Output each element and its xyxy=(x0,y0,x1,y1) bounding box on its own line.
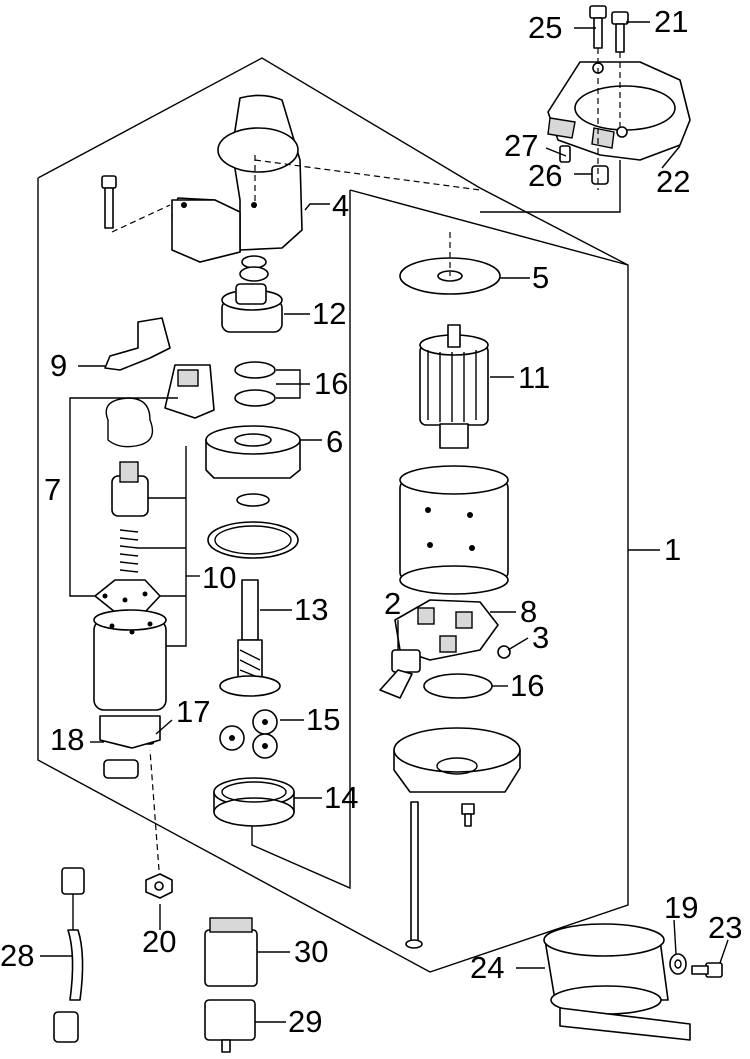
callout-10: 10 xyxy=(202,560,236,595)
o-ring-top xyxy=(239,255,269,282)
callout-22: 23 xyxy=(708,910,742,945)
callout-12: 12 xyxy=(312,296,346,331)
assembly-boundary-inner xyxy=(251,189,629,890)
gasket-middle xyxy=(207,521,299,559)
spring-plate-16b xyxy=(423,673,493,699)
callout-8: 8 xyxy=(520,594,537,629)
callout-14: 14 xyxy=(324,780,358,815)
clip-ring-16a xyxy=(234,361,276,407)
yoke xyxy=(399,465,509,595)
callout-labels: 25 21 27 26 22 4 5 12 11 9 16 6 7 1 10 2… xyxy=(0,4,742,1039)
callout-30: 30 xyxy=(294,934,328,969)
clutch-6 xyxy=(205,425,301,479)
callout-13: 13 xyxy=(294,592,328,627)
callout-27: 27 xyxy=(504,128,538,163)
brush-lead-2 xyxy=(379,649,421,699)
band-20 xyxy=(543,923,691,1041)
armature-11 xyxy=(419,324,489,449)
small-screw-end-frame xyxy=(461,803,475,827)
callout-16-bottom: 16 xyxy=(510,668,544,703)
bolt-upper-housing xyxy=(101,175,117,229)
callout-23: 21 xyxy=(654,4,688,39)
bolt-25 xyxy=(589,5,607,49)
shaft-13 xyxy=(219,579,281,697)
callout-18: 18 xyxy=(50,722,84,757)
callout-15: 15 xyxy=(306,702,340,737)
upper-housing xyxy=(171,94,303,263)
callout-9: 9 xyxy=(50,348,67,383)
callout-20: 24 xyxy=(470,950,504,985)
plate-10 xyxy=(94,579,161,613)
end-frame xyxy=(393,727,521,793)
brush-holder-8 xyxy=(394,599,499,661)
ring-gear-14 xyxy=(213,777,295,827)
callout-5: 5 xyxy=(532,260,549,295)
relay-30 xyxy=(204,917,258,987)
nut-21 xyxy=(145,873,173,899)
starter-bracket xyxy=(547,61,691,161)
assembly-boundary-outer xyxy=(37,57,629,973)
callout-24: 22 xyxy=(656,164,690,199)
callout-16-top: 16 xyxy=(314,366,348,401)
through-bolt xyxy=(405,801,423,949)
callout-11: 11 xyxy=(518,360,550,395)
lead-wire-28 xyxy=(53,867,85,1043)
callout-21: 20 xyxy=(142,924,176,959)
callout-28: 28 xyxy=(0,938,34,973)
shift-lever-9 xyxy=(104,317,171,371)
callout-7: 7 xyxy=(44,472,61,507)
bolt-23 xyxy=(611,11,629,53)
screw-3 xyxy=(497,645,511,659)
return-spring xyxy=(105,397,154,448)
leader-lines xyxy=(40,21,729,1023)
collar-19 xyxy=(669,953,687,975)
plunger-holder xyxy=(164,364,215,419)
callout-2: 2 xyxy=(384,586,401,621)
callout-19: 19 xyxy=(664,890,698,925)
solenoid-body-10 xyxy=(93,609,167,711)
collar-26 xyxy=(591,165,609,185)
callout-26: 26 xyxy=(528,158,562,193)
callout-17: 17 xyxy=(176,694,210,729)
callout-25: 25 xyxy=(528,10,562,45)
cap-18 xyxy=(99,715,161,779)
washer-middle xyxy=(236,493,270,507)
callout-4: 4 xyxy=(332,188,349,223)
callout-3: 3 xyxy=(532,620,549,655)
bolt-22 xyxy=(691,962,723,978)
callout-29: 29 xyxy=(288,1004,322,1039)
relay-29 xyxy=(204,999,256,1053)
pinion-12 xyxy=(221,283,283,333)
callout-1: 1 xyxy=(664,532,681,567)
planet-gears-15 xyxy=(219,709,278,759)
plunger-10 xyxy=(111,461,149,517)
callout-6: 6 xyxy=(326,424,343,459)
spring-10 xyxy=(119,529,139,573)
